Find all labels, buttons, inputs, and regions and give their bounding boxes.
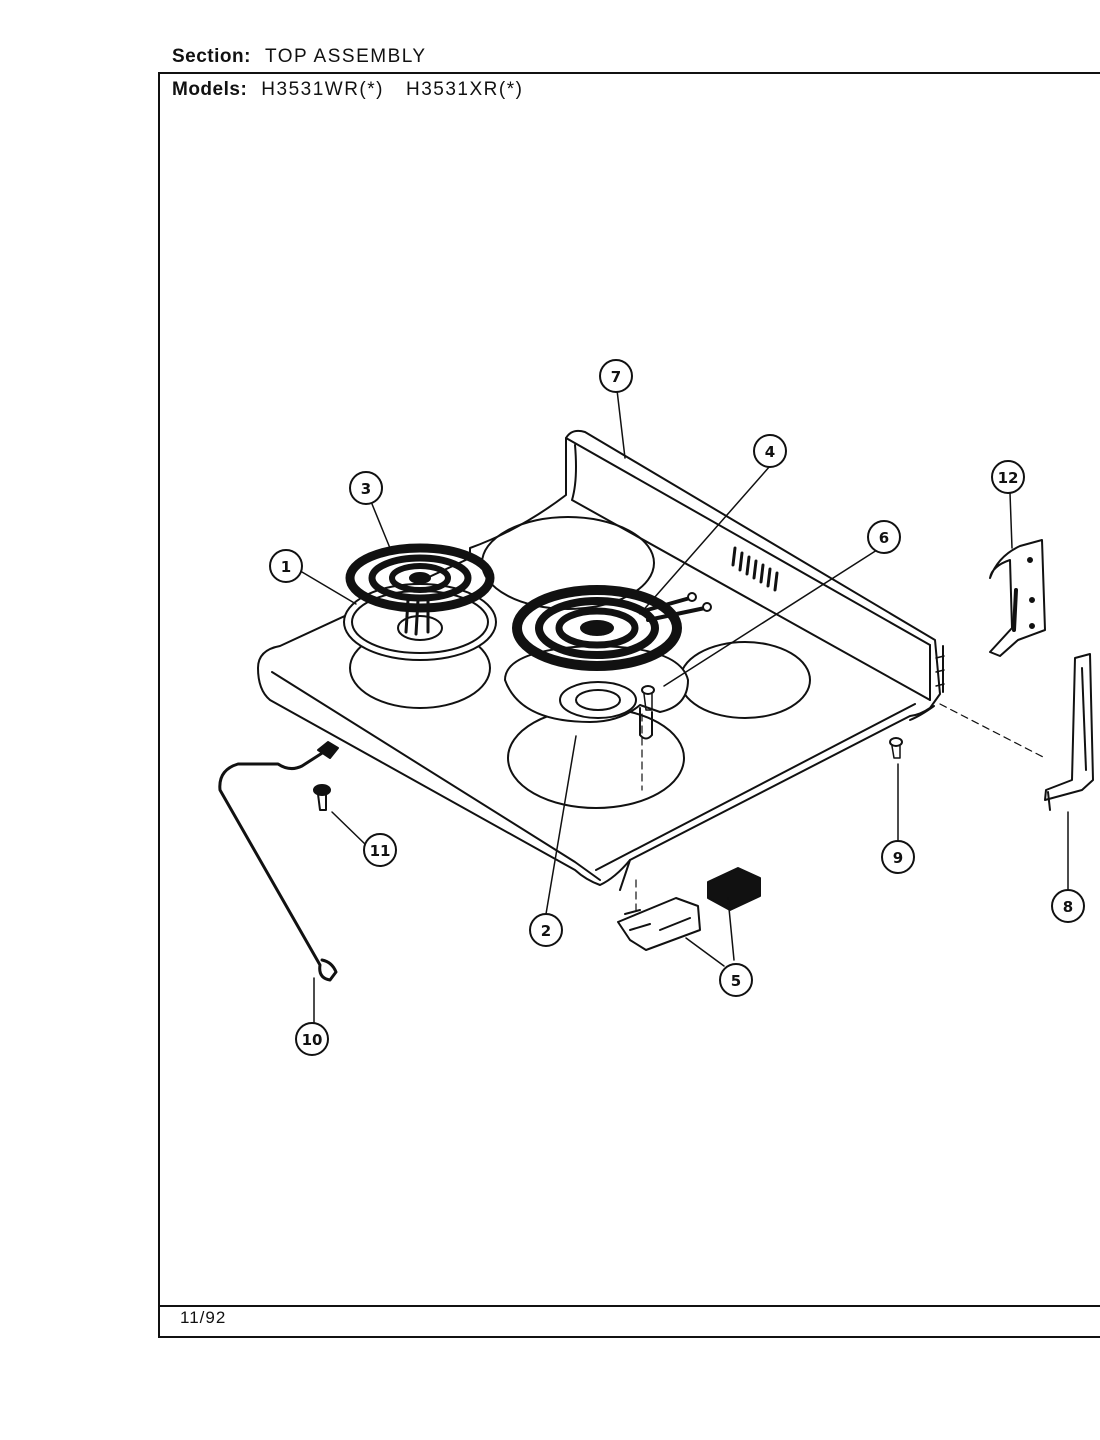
callout-10-number: 10 bbox=[302, 1031, 323, 1049]
callout-4 bbox=[753, 434, 787, 468]
screw-6 bbox=[641, 685, 655, 711]
section-label: Section: bbox=[172, 46, 251, 67]
callout-1-number: 1 bbox=[281, 558, 291, 576]
callout-11-number: 11 bbox=[370, 842, 391, 860]
footer-divider bbox=[158, 1305, 1100, 1307]
callout-9 bbox=[881, 840, 915, 874]
callout-3-number: 3 bbox=[361, 480, 371, 498]
hinge-bracket bbox=[989, 539, 1046, 657]
screw-11 bbox=[313, 784, 331, 811]
side-trim bbox=[1044, 653, 1094, 811]
callout-12-number: 12 bbox=[998, 469, 1019, 487]
callout-4-number: 4 bbox=[765, 443, 775, 461]
callout-markers bbox=[269, 359, 1085, 1056]
footer-date: 11/92 bbox=[180, 1308, 227, 1327]
callout-2 bbox=[529, 913, 563, 947]
callout-7-number: 7 bbox=[611, 368, 621, 386]
drip-bowl-large bbox=[504, 645, 689, 740]
element-receptacle bbox=[617, 867, 761, 951]
clip-9 bbox=[889, 737, 903, 759]
callout-1 bbox=[269, 549, 303, 583]
model-2: H3531XR(*) bbox=[405, 79, 524, 100]
callout-2-number: 2 bbox=[541, 922, 551, 940]
dashed-guides bbox=[635, 703, 1046, 916]
callout-6-number: 6 bbox=[879, 529, 889, 547]
callout-numbers: 1 2 3 4 5 6 7 8 9 10 11 12 bbox=[281, 368, 1073, 1049]
callout-5 bbox=[719, 963, 753, 997]
models-label: Models: bbox=[172, 79, 248, 100]
callout-11 bbox=[363, 833, 397, 867]
callout-8-number: 8 bbox=[1063, 898, 1073, 916]
callout-12 bbox=[991, 460, 1025, 494]
page-frame bbox=[158, 72, 1100, 1338]
callout-9-number: 9 bbox=[893, 849, 903, 867]
model-1: H3531WR(*) bbox=[261, 79, 384, 100]
section-heading: Section: TOP ASSEMBLY bbox=[172, 46, 427, 68]
callout-3 bbox=[349, 471, 383, 505]
surface-element-small bbox=[345, 543, 495, 636]
callout-6 bbox=[867, 520, 901, 554]
top-support-rod bbox=[218, 741, 339, 982]
callout-5-number: 5 bbox=[731, 972, 741, 990]
vent-slots bbox=[731, 546, 779, 592]
callout-10 bbox=[295, 1022, 329, 1056]
models-heading: Models: H3531WR(*) H3531XR(*) bbox=[172, 79, 523, 101]
leader-lines bbox=[301, 389, 1069, 1023]
section-value: TOP ASSEMBLY bbox=[264, 46, 427, 67]
callout-7 bbox=[599, 359, 633, 393]
callout-8 bbox=[1051, 889, 1085, 923]
surface-element-large bbox=[512, 585, 712, 671]
